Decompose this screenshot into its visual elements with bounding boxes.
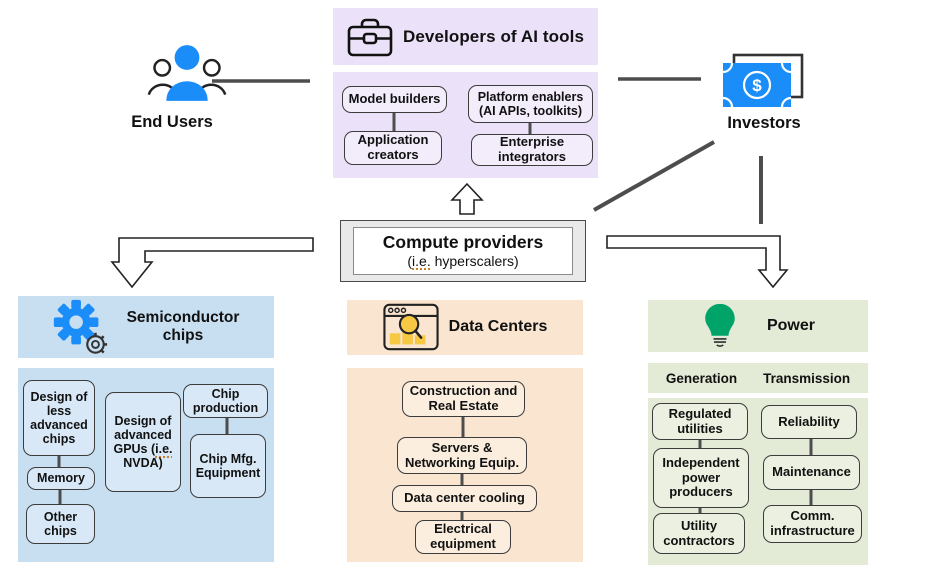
data-centers-header: Data Centers — [347, 300, 583, 355]
investors-label: Investors — [727, 114, 801, 132]
power-header: Power — [648, 300, 868, 352]
line-investors-compute — [593, 140, 715, 212]
design-gpus-box: Design of advanced GPUs (i.e. NVDA) — [105, 392, 181, 492]
developers-header: Developers of AI tools — [333, 8, 598, 65]
svg-text:$: $ — [752, 76, 762, 95]
cooling-box: Data center cooling — [392, 485, 537, 512]
reliability-box: Reliability — [761, 405, 857, 439]
maintenance-box: Maintenance — [763, 455, 860, 490]
developers-title: Developers of AI tools — [402, 26, 585, 46]
power-title: Power — [766, 316, 815, 334]
other-chips-box: Other chips — [26, 504, 95, 544]
left-bent-arrow — [110, 237, 314, 289]
generation-column-label: Generation — [665, 370, 738, 386]
up-arrow — [450, 182, 484, 215]
compute-title: Compute providers — [382, 232, 544, 253]
chip-mfg-equipment-box: Chip Mfg. Equipment — [190, 434, 266, 498]
compute-providers-box: Compute providers (i.e. hyperscalers) — [340, 220, 586, 282]
servers-networking-box: Servers & Networking Equip. — [397, 437, 527, 474]
data-centers-title: Data Centers — [448, 318, 548, 336]
bulb-icon — [705, 303, 735, 347]
chip-production-box: Chip production — [183, 384, 268, 418]
regulated-utilities-box: Regulated utilities — [652, 403, 748, 440]
compute-providers-inner: Compute providers (i.e. hyperscalers) — [353, 227, 573, 275]
browser-chart-icon — [383, 303, 439, 351]
transmission-column-label: Transmission — [763, 370, 851, 386]
application-creators-box: Application creators — [344, 131, 442, 165]
semiconductor-title: Semiconductor chips — [126, 309, 240, 344]
utility-contractors-box: Utility contractors — [653, 513, 745, 554]
semiconductor-header: Semiconductor chips — [18, 296, 274, 358]
model-builders-box: Model builders — [342, 86, 447, 113]
toolbox-icon — [347, 18, 393, 56]
money-icon: $ — [723, 53, 804, 107]
gear-icon — [53, 299, 108, 357]
compute-subtitle: (i.e. hyperscalers) — [407, 252, 519, 269]
independent-producers-box: Independent power producers — [653, 448, 749, 508]
design-less-advanced-box: Design of less advanced chips — [23, 380, 95, 456]
construction-box: Construction and Real Estate — [402, 381, 525, 417]
power-columns: Generation Transmission — [648, 363, 868, 393]
comm-infrastructure-box: Comm. infrastructure — [763, 505, 862, 543]
enterprise-integrators-box: Enterprise integrators — [471, 134, 593, 166]
right-bent-arrow — [606, 235, 789, 289]
memory-box: Memory — [27, 467, 95, 490]
platform-enablers-box: Platform enablers (AI APIs, toolkits) — [468, 85, 593, 123]
users-icon — [147, 45, 227, 101]
end-users-label: End Users — [131, 113, 213, 131]
electrical-equipment-box: Electrical equipment — [415, 520, 511, 554]
